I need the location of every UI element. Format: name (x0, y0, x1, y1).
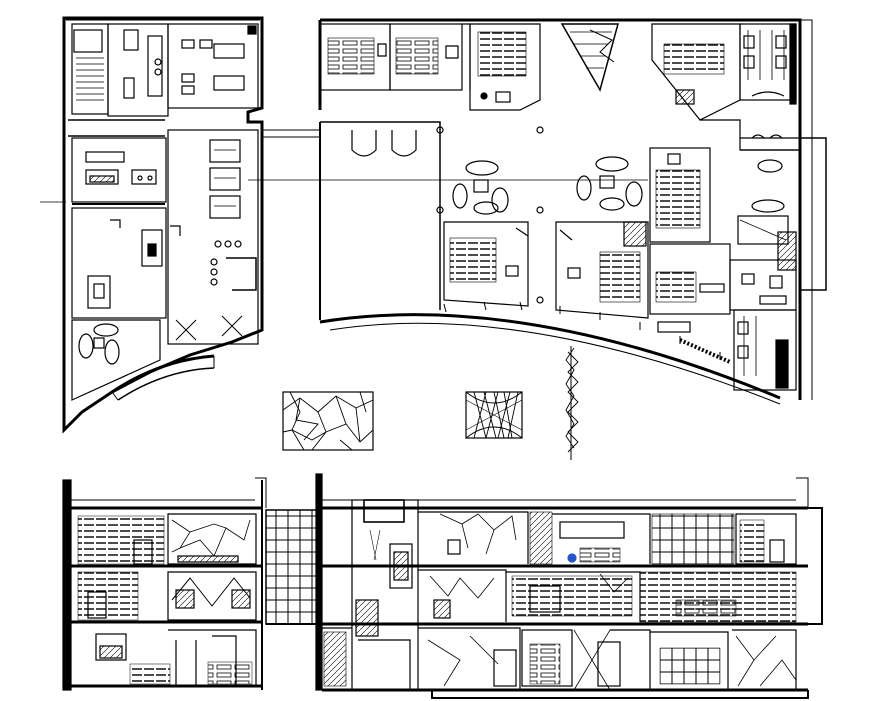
reception (71, 207, 167, 319)
washbasins (737, 134, 800, 271)
waiting (71, 319, 161, 401)
office-b (167, 23, 259, 109)
lattice-pattern (465, 391, 523, 439)
section-left (62, 477, 267, 691)
main-plan (248, 18, 827, 405)
vertical-strip-pattern (565, 346, 579, 460)
elevator-core (351, 499, 419, 691)
central-stair (560, 23, 619, 92)
lecture-hall (623, 147, 711, 247)
classroom-4 (649, 243, 731, 333)
corridor (167, 129, 259, 345)
meeting-2 (389, 23, 471, 91)
main-curved-facade (319, 301, 781, 405)
stone-pattern (282, 391, 374, 451)
section-glass-wall (265, 509, 321, 625)
stair-room (71, 23, 109, 115)
classroom-3 (555, 221, 649, 319)
classroom-2 (443, 221, 529, 307)
seating-cluster-2 (576, 156, 643, 211)
section-right (315, 473, 823, 699)
right-facade (800, 19, 827, 400)
seating-cluster-1 (452, 160, 509, 215)
atrium (248, 121, 648, 320)
right-top-wing (651, 23, 800, 151)
classroom-1 (469, 23, 541, 111)
lounge (71, 137, 167, 203)
left-curved-facade (63, 354, 215, 431)
toilets-lower (733, 309, 797, 391)
meeting-1 (319, 23, 391, 91)
office-a (107, 23, 169, 117)
toilets-upper (739, 23, 797, 105)
left-wing-plan (40, 16, 320, 434)
